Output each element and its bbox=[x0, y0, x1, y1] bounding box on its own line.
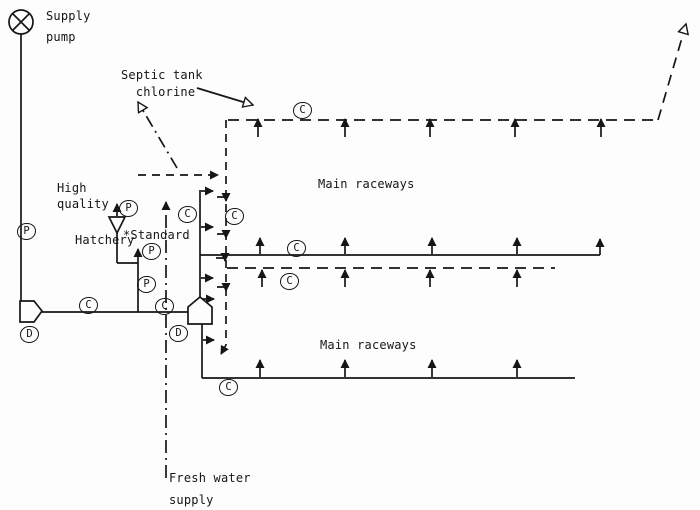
lower-raceway-line bbox=[201, 324, 575, 379]
manifold-line bbox=[187, 186, 215, 325]
main-raceways-bottom-label: Main raceways bbox=[320, 338, 417, 352]
gauge-c: C bbox=[280, 273, 299, 290]
supply-pump-label: Supply pump bbox=[46, 9, 91, 44]
valve-icon-center bbox=[187, 295, 213, 325]
hatchery-branch-line bbox=[107, 203, 143, 312]
gauge-p: P bbox=[137, 276, 156, 293]
flow-arrow-icon bbox=[216, 253, 230, 262]
outflow-arrow-icon bbox=[657, 24, 686, 121]
middle-raceway-line bbox=[200, 237, 605, 256]
hatchery-label: Hatchery bbox=[75, 233, 135, 247]
gauge-c: C bbox=[225, 208, 244, 225]
chlorine-feed-line bbox=[138, 102, 178, 169]
gauge-d: D bbox=[20, 326, 39, 343]
gauge-c: C bbox=[219, 379, 238, 396]
flow-arrow-icon bbox=[217, 230, 231, 239]
gauge-c: C bbox=[287, 240, 306, 257]
hatchery-inlet-icon bbox=[107, 216, 127, 235]
gauge-p: P bbox=[17, 223, 36, 240]
gauge-c: C bbox=[178, 206, 197, 223]
gauge-d: D bbox=[169, 325, 188, 342]
gauge-c: C bbox=[293, 102, 312, 119]
main-raceways-top-label: Main raceways bbox=[318, 177, 415, 191]
gauge-c: C bbox=[79, 297, 98, 314]
chlorine-drop-line bbox=[216, 120, 231, 355]
septic-leader-arrow bbox=[196, 87, 253, 105]
chlorine-top-arrows bbox=[253, 118, 606, 137]
gauge-p: P bbox=[119, 200, 138, 217]
supply-pump-icon bbox=[8, 9, 34, 35]
flow-arrow-icon bbox=[217, 283, 231, 292]
standard-label: *Standard bbox=[123, 228, 190, 242]
fresh-water-supply-label: Fresh water supply bbox=[169, 471, 251, 507]
valve-icon-left bbox=[19, 300, 44, 323]
gauge-c: C bbox=[155, 298, 174, 315]
gauge-p: P bbox=[142, 243, 161, 260]
high-quality-label: High quality bbox=[57, 181, 109, 211]
flow-arrow-icon bbox=[217, 193, 231, 202]
septic-tank-chlorine-label: Septic tank chlorine bbox=[121, 68, 203, 99]
flow-arrow-icon bbox=[220, 344, 229, 355]
chlorine-middle-line bbox=[227, 267, 555, 287]
